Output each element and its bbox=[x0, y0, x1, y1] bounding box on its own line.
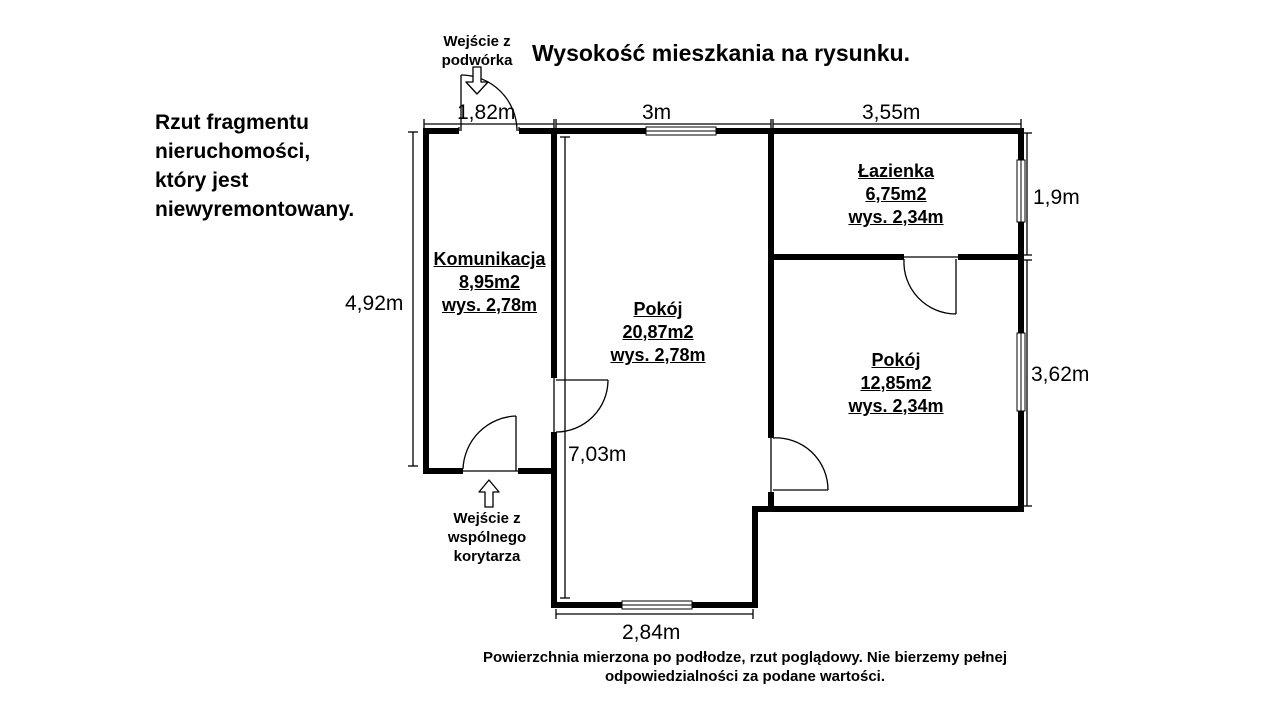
courtyard-arrow-icon bbox=[465, 66, 489, 95]
entrance-courtyard-label: Wejście z podwórka bbox=[430, 32, 524, 70]
dimension-top-left: 1,82m bbox=[457, 101, 516, 124]
room-area: 6,75m2 bbox=[865, 184, 927, 204]
doors bbox=[458, 74, 958, 492]
footer-note: Powierzchnia mierzona po podłodze, rzut … bbox=[400, 648, 1090, 686]
dimension-right-upper: 1,9m bbox=[1033, 186, 1080, 209]
description-line: niewyremontowany. bbox=[155, 198, 355, 221]
footer-line: odpowiedzialności za podane wartości. bbox=[604, 668, 886, 685]
room-lazienka: Łazienka 6,75m2 wys. 2,34m bbox=[816, 160, 976, 229]
dimension-left-height: 4,92m bbox=[345, 292, 404, 315]
entrance-corridor-label: Wejście z wspólnego korytarza bbox=[428, 509, 546, 566]
entrance-line: Wejście z bbox=[443, 33, 511, 50]
dimension-lines bbox=[408, 119, 1032, 619]
room-pokoj-main: Pokój 20,87m2 wys. 2,78m bbox=[578, 298, 738, 367]
corridor-arrow-icon bbox=[478, 479, 500, 508]
room-pokoj-small: Pokój 12,85m2 wys. 2,34m bbox=[816, 349, 976, 418]
door-courtyard bbox=[458, 74, 520, 132]
windows bbox=[621, 126, 1026, 610]
door-main-room bbox=[553, 378, 609, 433]
description-line: Rzut fragmentu bbox=[155, 111, 309, 134]
plan-title: Wysokość mieszkania na rysunku. bbox=[532, 40, 910, 66]
door-corridor bbox=[462, 415, 518, 472]
room-area: 8,95m2 bbox=[458, 272, 521, 292]
footer-line: Powierzchnia mierzona po podłodze, rzut … bbox=[483, 649, 1007, 666]
room-height: wys. 2,78m bbox=[441, 295, 538, 315]
room-name: Łazienka bbox=[857, 161, 935, 181]
dimension-top-right: 3,55m bbox=[862, 101, 921, 124]
room-name: Komunikacja bbox=[433, 249, 546, 269]
dimension-top-middle: 3m bbox=[642, 101, 672, 124]
door-small-room bbox=[770, 437, 829, 492]
entrance-line: Wejście z bbox=[453, 510, 521, 527]
room-komunikacja: Komunikacja 8,95m2 wys. 2,78m bbox=[427, 248, 552, 317]
door-bathroom bbox=[903, 256, 958, 315]
room-height: wys. 2,34m bbox=[848, 396, 944, 416]
room-height: wys. 2,78m bbox=[610, 345, 706, 365]
dimension-inner-height: 7,03m bbox=[568, 443, 627, 466]
room-name: Pokój bbox=[871, 350, 921, 370]
room-height: wys. 2,34m bbox=[848, 207, 944, 227]
description-line: który jest bbox=[155, 169, 249, 192]
room-area: 12,85m2 bbox=[860, 373, 932, 393]
plan-description: Rzut fragmentu nieruchomości, który jest… bbox=[155, 108, 354, 224]
room-area: 20,87m2 bbox=[622, 322, 694, 342]
dimension-right-lower: 3,62m bbox=[1031, 363, 1090, 386]
entrance-line: podwórka bbox=[441, 52, 513, 69]
room-name: Pokój bbox=[633, 299, 683, 319]
entry-arrows bbox=[465, 66, 500, 508]
entrance-line: wspólnego bbox=[447, 529, 527, 546]
dimension-bottom-width: 2,84m bbox=[622, 621, 681, 644]
description-line: nieruchomości, bbox=[155, 140, 311, 163]
entrance-line: korytarza bbox=[453, 548, 521, 565]
